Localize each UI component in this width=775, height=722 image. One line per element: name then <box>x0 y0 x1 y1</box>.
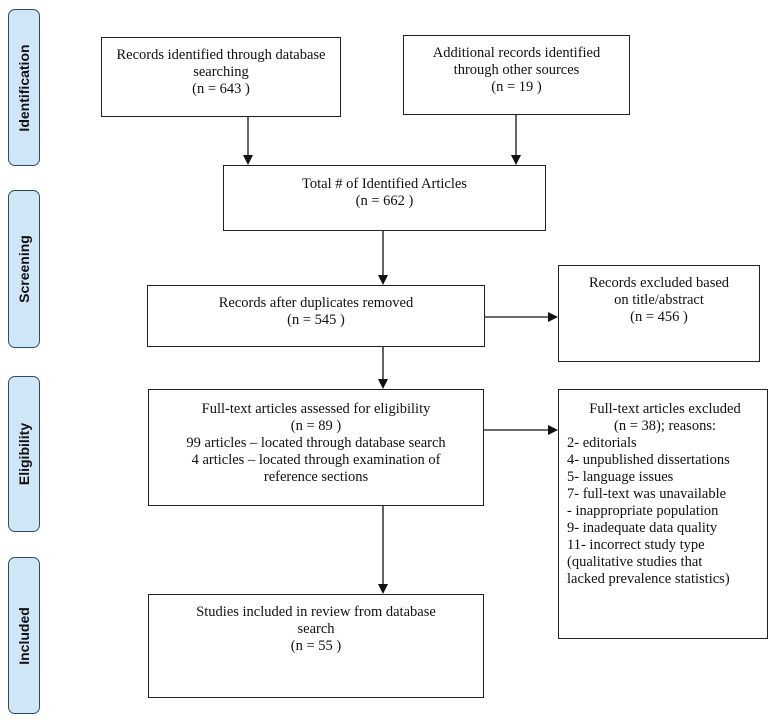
total-identified-box: Total # of Identified Articles (n = 662 … <box>223 165 546 231</box>
excluded-title-abstract-count: (n = 456 ) <box>630 309 688 325</box>
database-records-line-2: searching <box>193 64 249 80</box>
exclusion-reason-7: 11- incorrect study type <box>567 537 705 553</box>
exclusion-reason-2: 4- unpublished dissertations <box>567 452 730 468</box>
after-duplicates-title: Records after duplicates removed <box>218 295 414 311</box>
exclusion-reason-9: lacked prevalence statistics) <box>567 571 730 587</box>
after-duplicates-box: Records after duplicates removed (n = 54… <box>147 285 485 347</box>
total-identified-title: Total # of Identified Articles <box>302 176 467 192</box>
after-duplicates-count: (n = 545 ) <box>287 312 345 328</box>
exclusion-reason-1: 2- editorials <box>567 435 637 451</box>
other-records-box: Additional records identified through ot… <box>403 35 630 115</box>
phase-included: Included <box>8 557 40 714</box>
fulltext-assessed-count: (n = 89 ) <box>290 418 342 434</box>
exclusion-reason-5: - inappropriate population <box>567 503 719 519</box>
database-records-line-1: Records identified through database <box>116 47 326 63</box>
fulltext-assessed-box: Full-text articles assessed for eligibil… <box>148 389 484 506</box>
fulltext-excluded-title: Full-text articles excluded <box>589 401 741 417</box>
database-records-box: Records identified through database sear… <box>101 37 341 117</box>
included-studies-line-2: search <box>297 621 335 637</box>
fulltext-assessed-line-3: reference sections <box>263 469 369 485</box>
other-records-count: (n = 19 ) <box>491 79 542 95</box>
excluded-title-abstract-line-1: Records excluded based <box>588 275 730 291</box>
phase-screening: Screening <box>8 190 40 348</box>
exclusion-reason-6: 9- inadequate data quality <box>567 520 718 536</box>
included-studies-line-1: Studies included in review from database <box>196 604 436 620</box>
phase-eligibility: Eligibility <box>8 376 40 532</box>
excluded-title-abstract-box: Records excluded based on title/abstract… <box>558 265 760 362</box>
phase-identification: Identification <box>8 9 40 166</box>
total-identified-count: (n = 662 ) <box>355 193 414 209</box>
fulltext-excluded-box: Full-text articles excluded (n = 38); re… <box>558 389 768 639</box>
excluded-title-abstract-line-2: on title/abstract <box>614 292 704 308</box>
fulltext-excluded-count: (n = 38); reasons: <box>613 418 716 434</box>
other-records-line-1: Additional records identified <box>432 45 601 61</box>
included-studies-count: (n = 55 ) <box>290 638 342 654</box>
fulltext-assessed-line-1: 99 articles – located through database s… <box>186 435 446 451</box>
fulltext-assessed-line-2: 4 articles – located through examination… <box>191 452 441 468</box>
other-records-line-2: through other sources <box>453 62 580 78</box>
database-records-count: (n = 643 ) <box>192 81 250 97</box>
exclusion-reason-4: 7- full-text was unavailable <box>567 486 727 502</box>
exclusion-reason-3: 5- language issues <box>567 469 674 485</box>
fulltext-assessed-title: Full-text articles assessed for eligibil… <box>201 401 431 417</box>
included-studies-box: Studies included in review from database… <box>148 594 484 698</box>
exclusion-reason-8: (qualitative studies that <box>567 554 703 570</box>
